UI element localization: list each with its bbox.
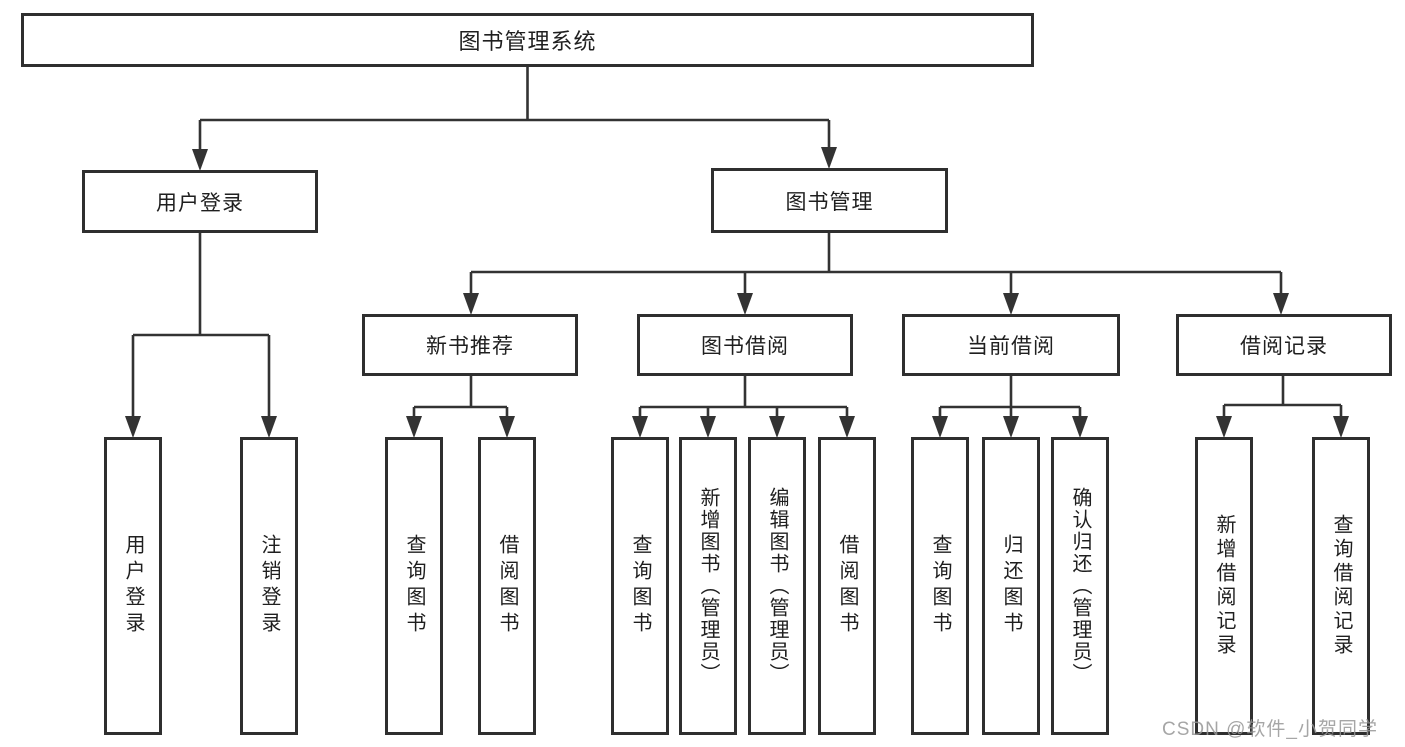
connector-root-to-level2	[192, 67, 837, 171]
leaf-label: 查询图书	[929, 534, 951, 638]
connector-book-borrow-to-leaves	[632, 376, 855, 438]
connector-current-borrow-to-leaves	[932, 376, 1088, 438]
node-new-book-recommendation: 新书推荐	[362, 314, 578, 376]
node-library-management-system: 图书管理系统	[21, 13, 1034, 67]
leaf-add-borrow-record: 新增借阅记录	[1195, 437, 1253, 735]
leaf-add-books-admin: 新增图书（管理员）	[679, 437, 737, 735]
leaf-query-books-borrowing: 查询图书	[611, 437, 669, 735]
leaf-logout: 注销登录	[240, 437, 298, 735]
leaf-query-borrow-record: 查询借阅记录	[1312, 437, 1370, 735]
leaf-label: 注销登录	[258, 534, 280, 638]
leaf-label: 查询图书	[629, 534, 651, 638]
leaf-query-books-current: 查询图书	[911, 437, 969, 735]
leaf-label: 归还图书	[1000, 534, 1022, 638]
node-current-borrowing: 当前借阅	[902, 314, 1120, 376]
leaf-user-login: 用户登录	[104, 437, 162, 735]
leaf-borrow-books-recommend: 借阅图书	[478, 437, 536, 735]
leaf-label: 确认归还（管理员）	[1069, 487, 1091, 685]
leaf-label: 用户登录	[122, 534, 144, 638]
leaf-return-books: 归还图书	[982, 437, 1040, 735]
leaf-label: 查询图书	[403, 534, 425, 638]
leaf-label: 借阅图书	[836, 534, 858, 638]
leaf-edit-books-admin: 编辑图书（管理员）	[748, 437, 806, 735]
connector-book-mgmt-to-level3	[463, 233, 1289, 315]
connector-borrow-record-to-leaves	[1216, 376, 1349, 438]
node-user-login: 用户登录	[82, 170, 318, 233]
leaf-confirm-return-admin: 确认归还（管理员）	[1051, 437, 1109, 735]
connector-user-login-to-leaves	[125, 233, 277, 438]
leaf-label: 新增借阅记录	[1213, 514, 1235, 658]
node-book-management: 图书管理	[711, 168, 948, 233]
leaf-label: 新增图书（管理员）	[697, 487, 719, 685]
leaf-query-books-recommend: 查询图书	[385, 437, 443, 735]
watermark: CSDN @软件_小贺同学	[1162, 719, 1378, 740]
leaf-label: 借阅图书	[496, 534, 518, 638]
leaf-borrow-books-borrowing: 借阅图书	[818, 437, 876, 735]
node-borrowing-records: 借阅记录	[1176, 314, 1392, 376]
node-book-borrowing: 图书借阅	[637, 314, 853, 376]
connector-new-book-to-leaves	[406, 376, 515, 438]
leaf-label: 查询借阅记录	[1330, 514, 1352, 658]
leaf-label: 编辑图书（管理员）	[766, 487, 788, 685]
